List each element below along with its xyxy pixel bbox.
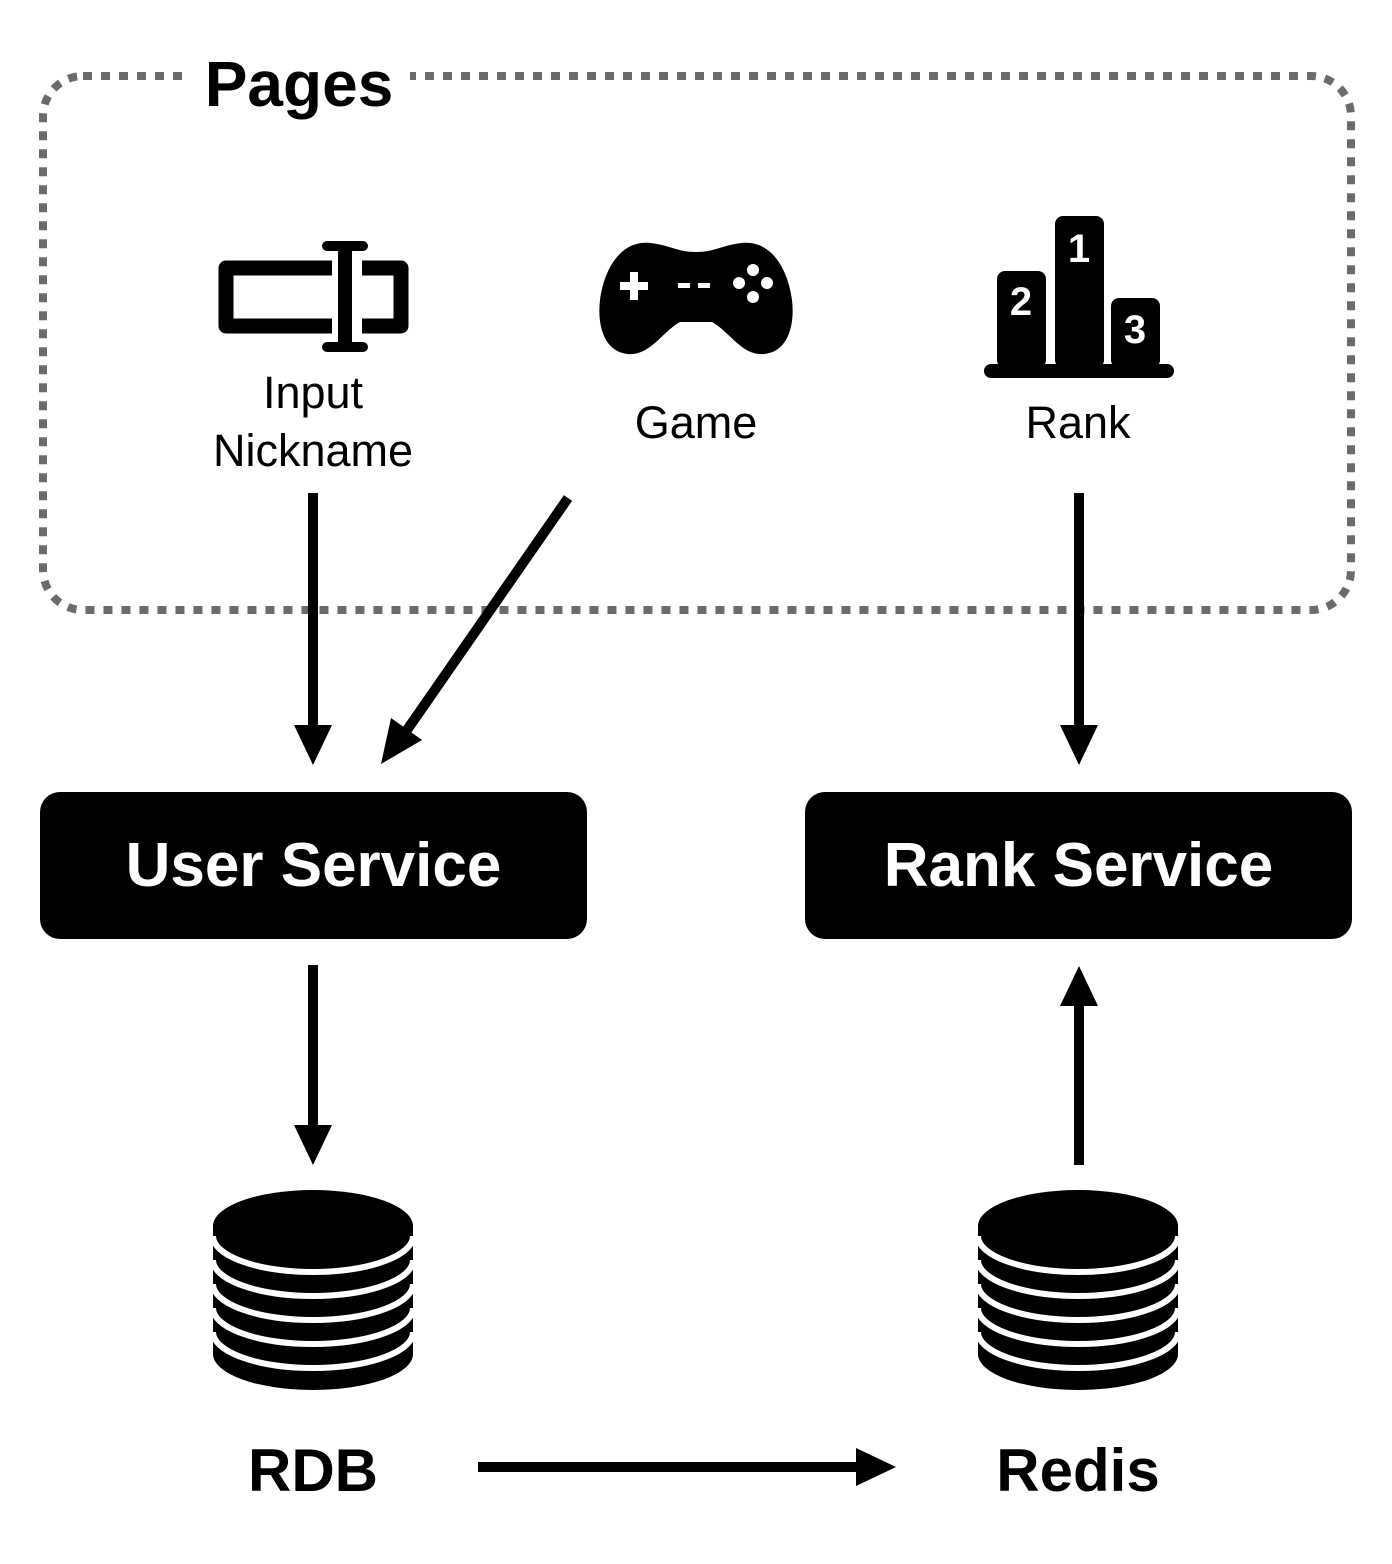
podium-number-2: 2	[1010, 280, 1032, 324]
user-service-label: User Service	[125, 831, 502, 900]
podium-icon: 1 2 3	[984, 216, 1174, 378]
page-label-input-line1: Input	[262, 367, 364, 418]
podium-number-1: 1	[1068, 227, 1090, 271]
edge-game-to-user-service	[381, 495, 573, 764]
podium-number-3: 3	[1124, 308, 1146, 352]
page-label-input-nickname: Input Nickname	[163, 364, 463, 480]
page-label-game-text: Game	[634, 397, 758, 448]
rank-service-box: Rank Service	[805, 792, 1352, 939]
page-label-input-line2: Nickname	[212, 425, 414, 476]
page-label-game: Game	[546, 394, 846, 452]
rdb-database-icon	[210, 1190, 416, 1390]
page-label-rank-text: Rank	[1025, 397, 1131, 448]
gamepad-icon	[599, 242, 793, 355]
edge-rdb-to-redis	[478, 1448, 896, 1486]
rank-service-label: Rank Service	[883, 831, 1274, 900]
edge-rank-to-rank-service	[1060, 493, 1098, 765]
page-label-rank: Rank	[928, 394, 1228, 452]
edge-user-service-to-rdb	[294, 965, 332, 1165]
pages-group-border	[39, 72, 1355, 614]
user-service-box: User Service	[40, 792, 587, 939]
pages-group-title: Pages	[188, 44, 410, 124]
edge-input-to-user-service	[294, 493, 332, 765]
text-input-icon	[218, 241, 409, 352]
edge-redis-to-rank-service	[1060, 966, 1098, 1165]
redis-database-icon	[975, 1190, 1181, 1390]
redis-label: Redis	[996, 1437, 1160, 1504]
rdb-label: RDB	[248, 1437, 378, 1504]
